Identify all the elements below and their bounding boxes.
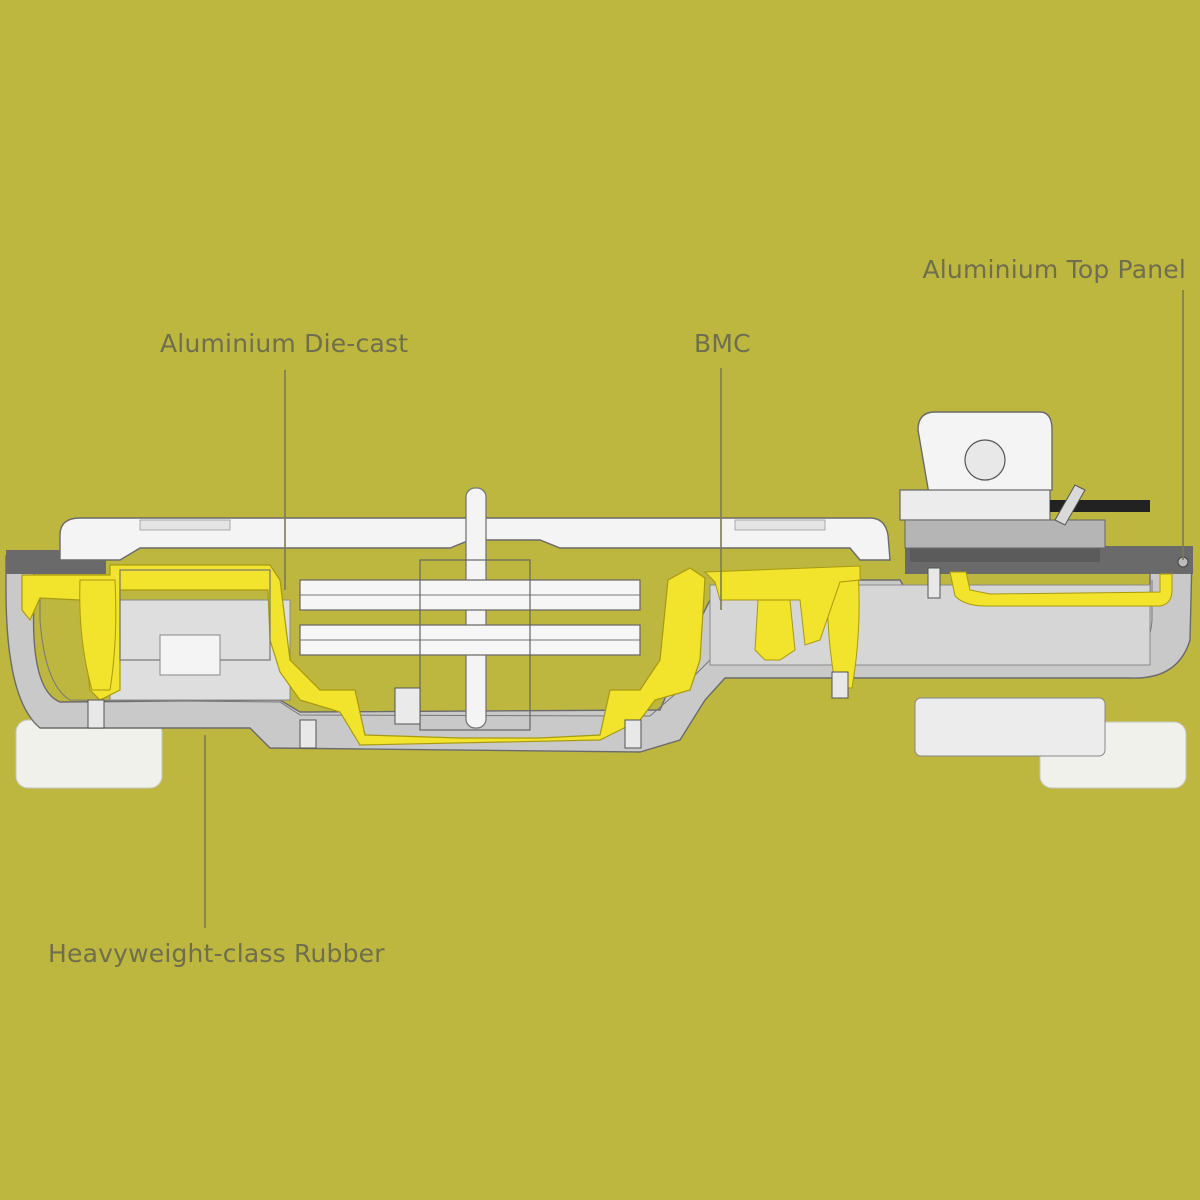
bolt-5 [927,567,941,599]
platter-mat [139,519,231,531]
bolt-4 [831,671,849,699]
motor-assembly [119,559,641,731]
motor-center-housing [419,559,531,731]
labels: Aluminium Top Panel Aluminium Die-cast B… [48,255,1186,968]
label-aluminium-die-cast: Aluminium Die-cast [160,329,408,358]
aluminium-die-cast-frame [21,564,1173,746]
leader-lines [204,290,1184,928]
tonearm-assembly [899,411,1150,549]
tonearm-lift-lever [1054,484,1086,526]
die-cast-bmc-post [754,599,796,661]
top-panel-texture [910,548,1100,562]
tonearm-mount [899,489,1051,521]
aluminium-top-panel [6,546,1193,574]
tonearm-plinth [904,519,1106,549]
bolt-1 [87,699,105,729]
foot-bolts [87,567,941,749]
label-bmc: BMC [694,329,751,358]
label-heavyweight-rubber: Heavyweight-class Rubber [48,939,385,968]
left-board [159,634,221,676]
motor-block-under-right [914,697,1106,757]
bolt-2 [299,719,317,749]
bearing-block [394,687,421,725]
bolt-3 [624,719,642,749]
label-aluminium-top-panel: Aluminium Top Panel [922,255,1186,284]
tonearm-pivot [964,439,1006,481]
platter-mat-right [734,519,826,531]
bmc-housing [5,555,1193,757]
die-cast-left-leg [79,579,117,691]
die-cast-right-arm-tray [949,571,1173,607]
rubber-foot-left [15,719,163,789]
die-cast-center-bridge [703,565,861,646]
